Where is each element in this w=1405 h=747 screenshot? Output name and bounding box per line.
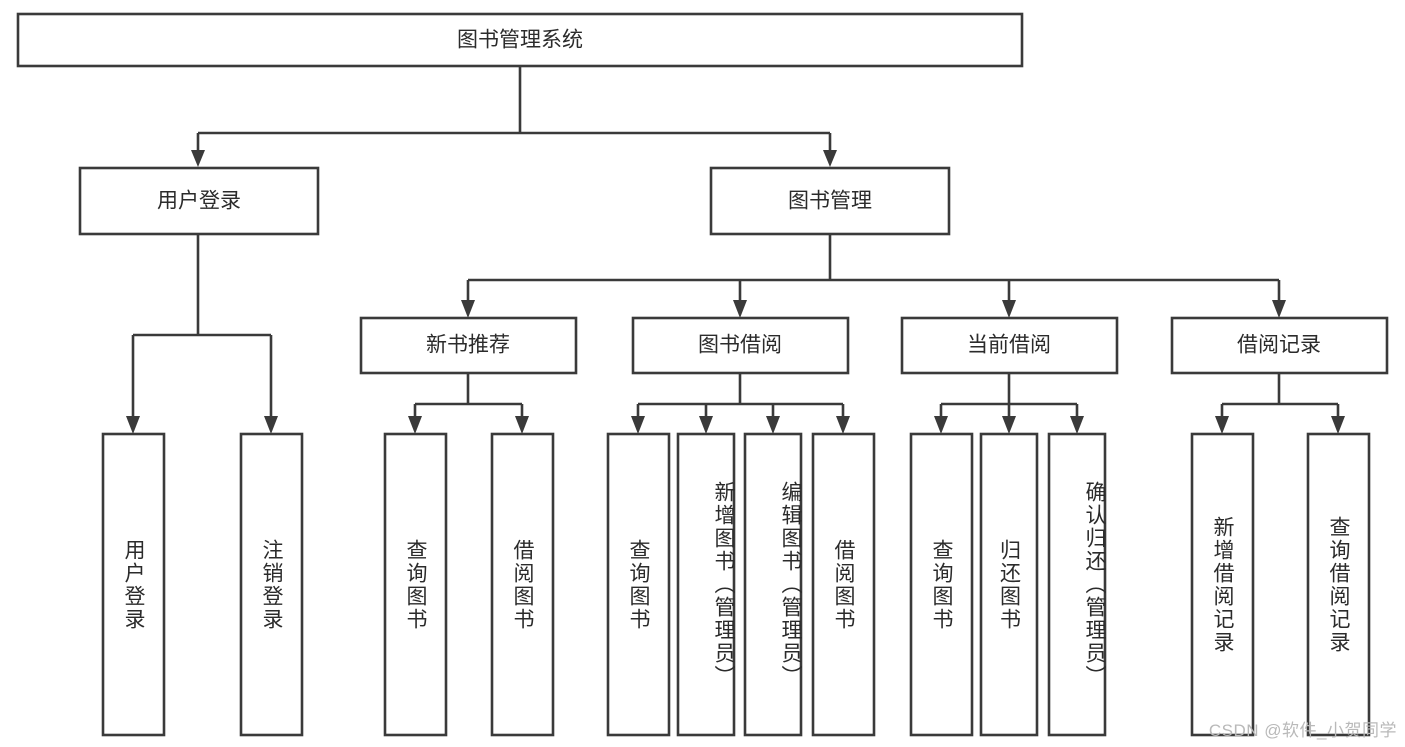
arrowhead-leaf-query-book-3 <box>934 416 948 434</box>
arrowhead-leaf-borrow-book-1 <box>515 416 529 434</box>
csdn-watermark: CSDN @软件_小贺同学 <box>1208 721 1397 740</box>
node-borrow-record[interactable] <box>1170 316 1389 375</box>
node-user-login[interactable] <box>78 166 320 236</box>
node-book-borrow-label: 图书借阅 <box>698 334 782 357</box>
arrowhead-leaf-borrow-book-2 <box>836 416 850 434</box>
node-leaf-query-record[interactable] <box>1306 432 1371 737</box>
connector-group-borrow-record <box>1215 373 1345 434</box>
arrowhead-leaf-add-record <box>1215 416 1229 434</box>
arrowhead-leaf-add-book <box>699 416 713 434</box>
node-new-book-recommend[interactable] <box>359 316 578 375</box>
arrowhead-new-book-recommend <box>461 300 475 318</box>
node-root[interactable] <box>16 12 1024 68</box>
node-leaf-borrow-book-2[interactable] <box>811 432 876 737</box>
node-leaf-borrow-book-1[interactable] <box>490 432 555 737</box>
connector-group-new-book-recommend <box>408 373 529 434</box>
node-leaf-query-book-3[interactable] <box>909 432 974 737</box>
node-leaf-logout-login[interactable] <box>239 432 304 737</box>
node-book-manage[interactable] <box>709 166 951 236</box>
node-root-label: 图书管理系统 <box>457 29 583 52</box>
arrowhead-leaf-edit-book <box>766 416 780 434</box>
arrowhead-user-login <box>191 150 205 167</box>
node-book-manage-label: 图书管理 <box>788 190 872 213</box>
node-user-login-label: 用户登录 <box>157 190 241 213</box>
node-current-borrow[interactable] <box>900 316 1119 375</box>
connector-group-book-borrow <box>631 373 850 434</box>
node-leaf-add-book[interactable] <box>676 432 736 737</box>
arrowhead-leaf-return-book <box>1002 416 1016 434</box>
node-leaf-query-book-2[interactable] <box>606 432 671 737</box>
arrowhead-leaf-confirm-return <box>1070 416 1084 434</box>
node-borrow-record-label: 借阅记录 <box>1237 334 1321 357</box>
arrowhead-borrow-record <box>1272 300 1286 318</box>
connector-group-current-borrow <box>934 373 1084 434</box>
node-leaf-query-book-1[interactable] <box>383 432 448 737</box>
arrowhead-leaf-user-login <box>126 416 140 434</box>
node-leaf-add-record[interactable] <box>1190 432 1255 737</box>
node-book-borrow[interactable] <box>631 316 850 375</box>
connector-group-book-manage <box>461 234 1286 318</box>
arrowhead-leaf-query-book-1 <box>408 416 422 434</box>
node-leaf-return-book[interactable] <box>979 432 1039 737</box>
arrowhead-leaf-query-record <box>1331 416 1345 434</box>
node-leaf-user-login[interactable] <box>101 432 166 737</box>
node-current-borrow-label: 当前借阅 <box>967 334 1051 357</box>
connector-group-root <box>191 66 837 167</box>
arrowhead-book-manage <box>823 150 837 167</box>
arrowhead-book-borrow <box>733 300 747 318</box>
arrowhead-current-borrow <box>1002 300 1016 318</box>
node-leaf-confirm-return[interactable] <box>1047 432 1107 737</box>
connector-group-user-login <box>126 234 278 434</box>
node-new-book-recommend-label: 新书推荐 <box>426 334 510 357</box>
arrowhead-leaf-logout-login <box>264 416 278 434</box>
node-leaf-edit-book[interactable] <box>743 432 803 737</box>
arrowhead-leaf-query-book-2 <box>631 416 645 434</box>
